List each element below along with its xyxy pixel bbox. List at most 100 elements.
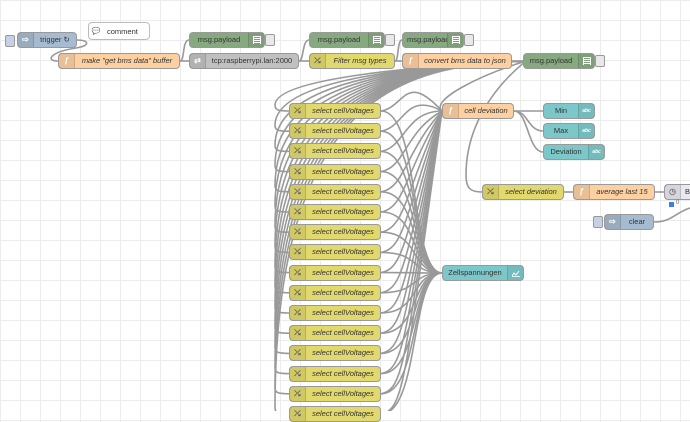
switch-node-select-cellvoltages[interactable]: ⤯select cellVoltages <box>289 265 381 281</box>
switch-node-select-cellvoltages[interactable]: ⤯select cellVoltages <box>289 143 381 159</box>
select-label: select cellVoltages <box>306 286 380 300</box>
function-node-make-buffer[interactable]: ƒ make "get bms data" buffer <box>58 53 180 69</box>
text-icon: abc <box>588 145 604 159</box>
switch-node-select-cellvoltages[interactable]: ⤯select cellVoltages <box>289 184 381 200</box>
wire <box>514 111 543 131</box>
switch-node-select-cellvoltages[interactable]: ⤯select cellVoltages <box>289 386 381 402</box>
comment-icon: 💬 <box>89 23 103 39</box>
text-icon: abc <box>578 104 594 118</box>
filter-icon: ⤯ <box>310 54 326 68</box>
inject-clear-button[interactable] <box>593 216 603 228</box>
list-icon <box>578 54 594 68</box>
status-text: 0 <box>676 200 679 206</box>
switch-icon: ⤯ <box>290 124 306 138</box>
wire <box>395 40 402 61</box>
debug-node-3[interactable]: msg.payload <box>402 32 464 48</box>
switch-icon: ⤯ <box>290 346 306 360</box>
select-label: select cellVoltages <box>306 205 380 219</box>
function-icon: ƒ <box>574 185 590 199</box>
arrow-in-icon: ⇨ <box>605 215 621 229</box>
function-icon: ƒ <box>403 54 419 68</box>
switch-node-filter[interactable]: ⤯ Filter msg types <box>309 53 395 69</box>
clock-icon: ◷ <box>665 185 681 199</box>
partial-node-b[interactable]: ◷ B <box>664 184 690 200</box>
select-label: select cellVoltages <box>306 407 380 421</box>
wire <box>654 208 690 222</box>
chart-icon <box>507 266 523 280</box>
text-icon: abc <box>578 124 594 138</box>
inject-node-clear[interactable]: ⇨ clear <box>604 214 654 230</box>
select-label: select cellVoltages <box>306 185 380 199</box>
switch-icon: ⤯ <box>290 306 306 320</box>
arrow-in-icon: ⇨ <box>18 33 34 47</box>
ui-text-node-deviation[interactable]: Deviation abc <box>543 144 605 160</box>
select-label: select cellVoltages <box>306 266 380 280</box>
switch-node-select-cellvoltages[interactable]: ⤯select cellVoltages <box>289 305 381 321</box>
select-label: select cellVoltages <box>306 104 380 118</box>
switch-node-select-cellvoltages[interactable]: ⤯select cellVoltages <box>289 204 381 220</box>
switch-node-select-cellvoltages[interactable]: ⤯select cellVoltages <box>289 164 381 180</box>
tcp-request-node[interactable]: ⇄ tcp:raspberrypi.lan:2000 <box>189 53 299 69</box>
switch-icon: ⤯ <box>290 387 306 401</box>
select-label: select cellVoltages <box>306 387 380 401</box>
inject-trigger-button[interactable] <box>5 35 15 47</box>
ui-text-node-min[interactable]: Min abc <box>543 103 595 119</box>
debug-node-4[interactable]: msg.payload <box>523 53 595 69</box>
debug-node-2[interactable]: msg.payload <box>309 32 385 48</box>
list-icon <box>248 33 264 47</box>
select-label: select cellVoltages <box>306 326 380 340</box>
list-icon <box>447 33 463 47</box>
function-node-cell-deviation[interactable]: ƒ cell deviation <box>442 103 514 119</box>
select-label: select cellVoltages <box>306 367 380 381</box>
ui-text-node-max[interactable]: Max abc <box>543 123 595 139</box>
select-label: select cellVoltages <box>306 306 380 320</box>
switch-node-select-cellvoltages[interactable]: ⤯select cellVoltages <box>289 345 381 361</box>
select-label: select cellVoltages <box>306 144 380 158</box>
select-label: select cellVoltages <box>306 165 380 179</box>
network-icon: ⇄ <box>190 54 206 68</box>
switch-icon: ⤯ <box>290 245 306 259</box>
wire <box>514 111 543 152</box>
list-icon <box>368 33 384 47</box>
switch-node-select-cellvoltages[interactable]: ⤯select cellVoltages <box>289 103 381 119</box>
function-icon: ƒ <box>59 54 75 68</box>
switch-icon: ⤯ <box>290 266 306 280</box>
debug-toggle-button[interactable] <box>265 34 275 46</box>
function-node-average[interactable]: ƒ average last 15 <box>573 184 655 200</box>
wire <box>180 40 189 61</box>
switch-node-select-cellvoltages[interactable]: ⤯select cellVoltages <box>289 406 381 422</box>
select-label: select cellVoltages <box>306 245 380 259</box>
switch-icon: ⤯ <box>290 205 306 219</box>
switch-icon: ⤯ <box>290 286 306 300</box>
inject-node-trigger[interactable]: ⇨ trigger ↻ <box>17 32 77 48</box>
switch-icon: ⤯ <box>290 225 306 239</box>
switch-icon: ⤯ <box>290 326 306 340</box>
switch-node-select-cellvoltages[interactable]: ⤯select cellVoltages <box>289 244 381 260</box>
debug-toggle-button[interactable] <box>595 55 605 67</box>
wire <box>299 40 309 61</box>
debug-toggle-button[interactable] <box>385 34 395 46</box>
debug-node-1[interactable]: msg.payload <box>189 32 265 48</box>
function-icon: ƒ <box>443 104 459 118</box>
switch-node-select-cellvoltages[interactable]: ⤯select cellVoltages <box>289 285 381 301</box>
ui-chart-node-zellspannungen[interactable]: Zellspannungen <box>442 265 524 281</box>
debug-toggle-button[interactable] <box>464 34 474 46</box>
select-label: select cellVoltages <box>306 225 380 239</box>
switch-node-select-cellvoltages[interactable]: ⤯select cellVoltages <box>289 366 381 382</box>
switch-icon: ⤯ <box>290 165 306 179</box>
function-node-convert[interactable]: ƒ convert bms data to json <box>402 53 512 69</box>
switch-icon: ⤯ <box>290 144 306 158</box>
comment-node[interactable]: 💬 comment <box>88 22 150 40</box>
select-label: select cellVoltages <box>306 124 380 138</box>
switch-node-select-deviation[interactable]: ⤯ select deviation <box>482 184 564 200</box>
switch-icon: ⤯ <box>290 407 306 421</box>
select-label: select cellVoltages <box>306 346 380 360</box>
status-dot <box>669 202 674 207</box>
switch-icon: ⤯ <box>483 185 499 199</box>
switch-icon: ⤯ <box>290 367 306 381</box>
switch-icon: ⤯ <box>290 104 306 118</box>
switch-node-select-cellvoltages[interactable]: ⤯select cellVoltages <box>289 123 381 139</box>
switch-node-select-cellvoltages[interactable]: ⤯select cellVoltages <box>289 325 381 341</box>
switch-node-select-cellvoltages[interactable]: ⤯select cellVoltages <box>289 224 381 240</box>
switch-icon: ⤯ <box>290 185 306 199</box>
